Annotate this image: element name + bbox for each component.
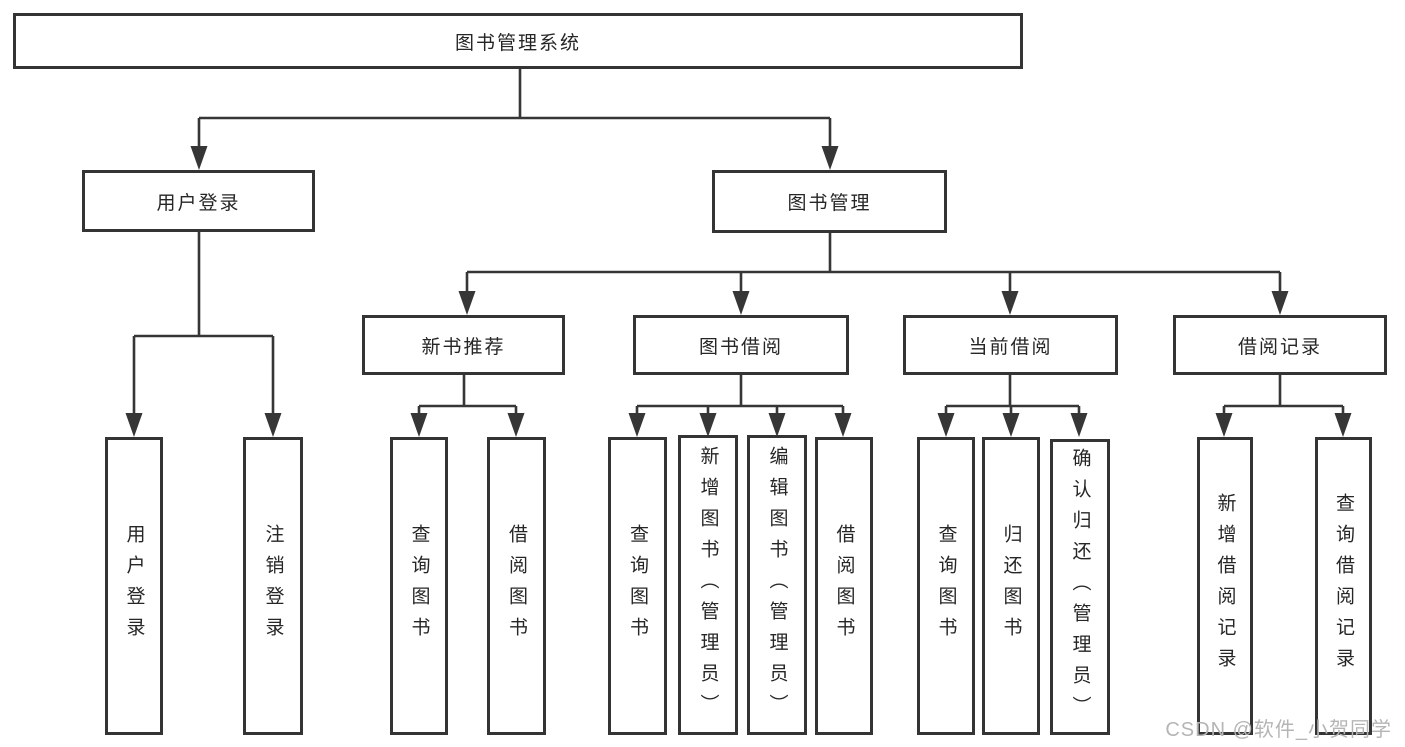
node-label: 用户登录 xyxy=(123,524,145,648)
node-label: 查询图书 xyxy=(408,524,430,648)
node-current-borrowing: 当前借阅 xyxy=(903,315,1118,375)
leaf-user-login: 用户登录 xyxy=(105,437,163,735)
node-label: 确认归还（管理员） xyxy=(1069,447,1091,727)
node-label: 当前借阅 xyxy=(968,336,1053,358)
node-label: 图书管理系统 xyxy=(454,32,581,54)
node-label: 新书推荐 xyxy=(421,336,506,358)
node-label: 编辑图书（管理员） xyxy=(766,445,788,725)
node-label: 借阅图书 xyxy=(506,524,527,648)
node-label: 查询图书 xyxy=(935,524,957,648)
leaf-confirm-return-admin: 确认归还（管理员） xyxy=(1050,439,1110,735)
node-label: 归还图书 xyxy=(1000,524,1022,648)
node-label: 新增借阅记录 xyxy=(1214,493,1236,679)
node-library-management-system: 图书管理系统 xyxy=(13,13,1023,69)
node-book-management: 图书管理 xyxy=(712,170,947,233)
leaf-logout: 注销登录 xyxy=(243,437,303,735)
node-label: 查询借阅记录 xyxy=(1333,493,1354,679)
node-label: 新增图书（管理员） xyxy=(697,445,719,725)
leaf-query-borrow-record: 查询借阅记录 xyxy=(1315,437,1372,735)
csdn-watermark: CSDN @软件_小贺同学 xyxy=(1165,719,1392,741)
node-new-book-recommend: 新书推荐 xyxy=(362,315,565,375)
leaf-borrow-books-recommend: 借阅图书 xyxy=(487,437,546,735)
node-label: 注销登录 xyxy=(262,524,284,648)
leaf-borrow-books: 借阅图书 xyxy=(815,437,873,735)
node-borrowing-records: 借阅记录 xyxy=(1173,315,1387,375)
node-label: 借阅图书 xyxy=(833,524,855,648)
leaf-return-books: 归还图书 xyxy=(982,437,1040,735)
leaf-query-books-borrowing: 查询图书 xyxy=(608,437,667,735)
node-label: 图书管理 xyxy=(787,193,872,214)
leaf-query-books-current: 查询图书 xyxy=(917,437,975,735)
leaf-add-books-admin: 新增图书（管理员） xyxy=(678,435,738,735)
leaf-edit-books-admin: 编辑图书（管理员） xyxy=(747,435,807,735)
node-label: 借阅记录 xyxy=(1237,336,1322,358)
node-book-borrowing: 图书借阅 xyxy=(633,315,849,375)
leaf-query-books-recommend: 查询图书 xyxy=(390,437,448,735)
leaf-add-borrow-record: 新增借阅记录 xyxy=(1197,437,1253,735)
node-label: 图书借阅 xyxy=(698,336,783,358)
node-label: 查询图书 xyxy=(627,524,648,648)
node-user-login: 用户登录 xyxy=(82,170,315,232)
node-label: 用户登录 xyxy=(156,192,241,214)
